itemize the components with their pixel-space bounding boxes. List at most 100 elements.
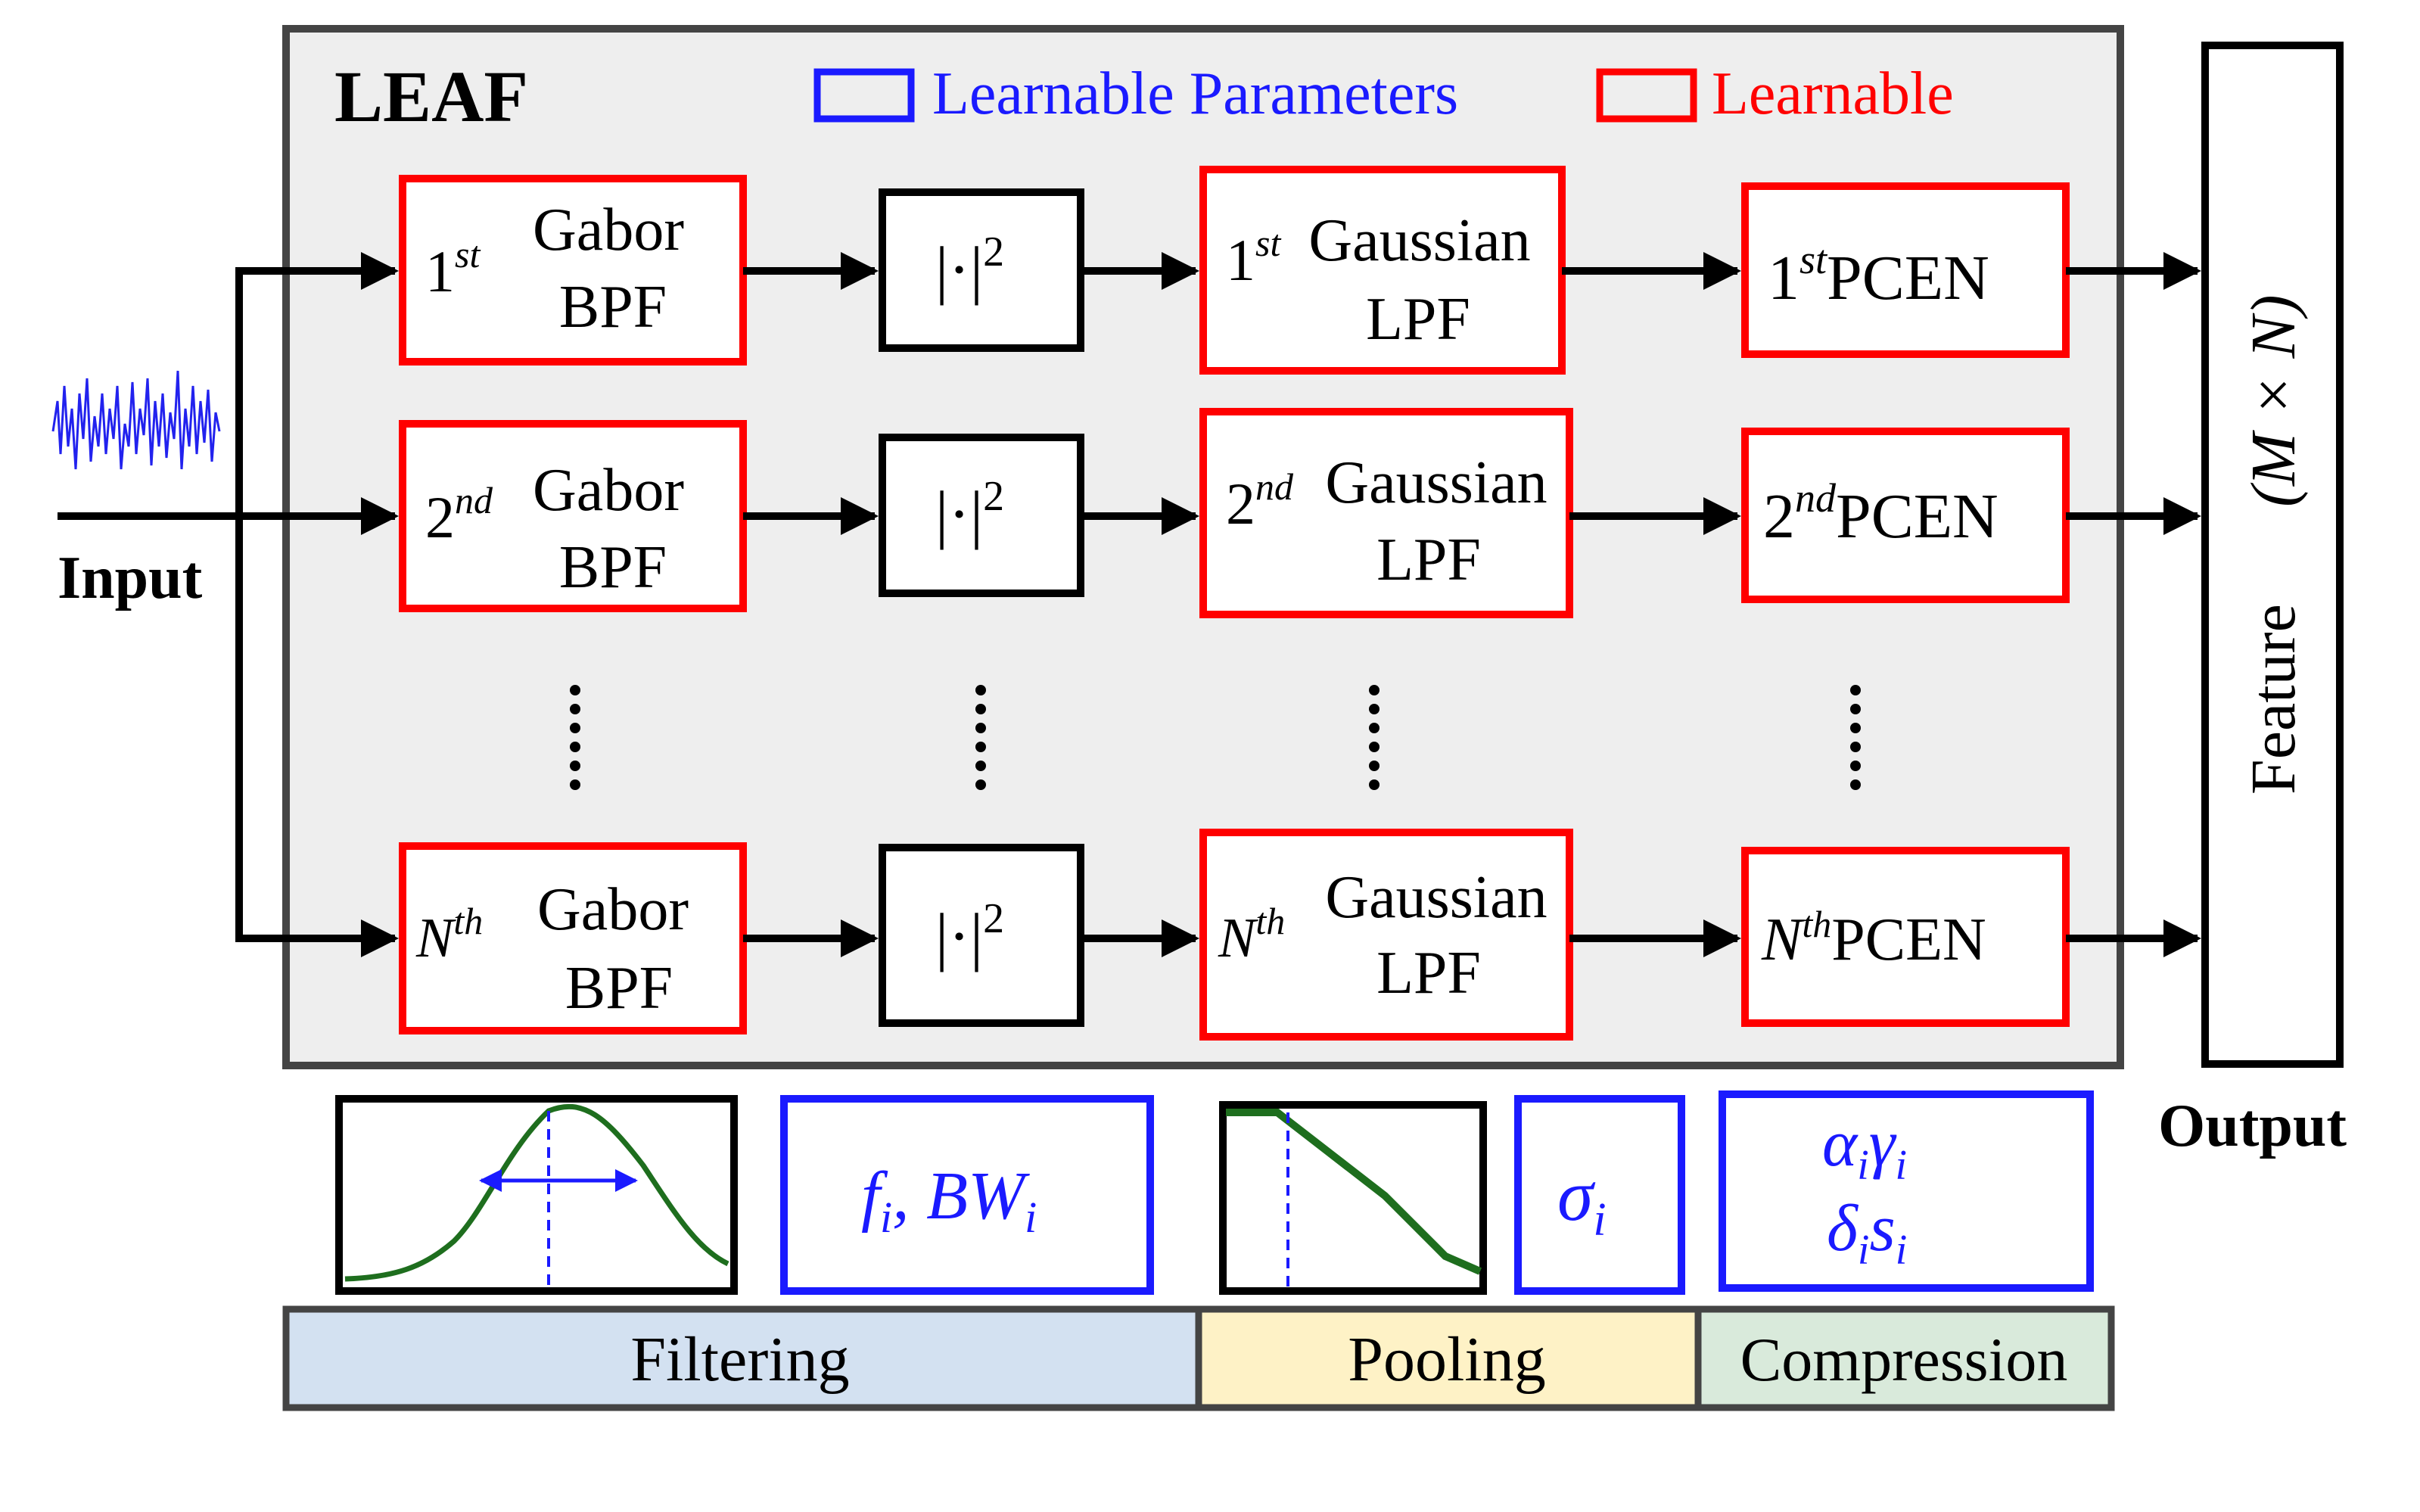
rowN-gauss-index: N [1218,907,1258,969]
gabor-param-bw-sub: i [1025,1193,1037,1242]
rowN-gabor-index: N [415,907,456,969]
legend-learnable-parameters-swatch [813,68,915,123]
pcen-box-row1 [1741,182,2070,358]
stage-compression-label: Compression [1740,1325,2068,1394]
svg-text:δisi: δisi [1827,1192,1907,1274]
square-box-row1 [879,188,1084,352]
gauss-param-sigma-sub: i [1593,1194,1606,1246]
leaf-title: LEAF [334,56,528,137]
feature-dims: (M × N) [2238,294,2309,507]
gabor-param-sep: , [892,1159,926,1234]
svg-text:|·|2: |·|2 [935,473,1004,550]
row2-square: |·| [935,478,983,550]
stage-filtering-label: Filtering [630,1324,849,1395]
row1-gauss-line2: LPF [1366,286,1470,353]
svg-text:Nth: Nth [1218,900,1285,969]
row1-gauss-index-sup: st [1255,222,1281,264]
gabor-response-plot [335,1095,738,1295]
stage-compression [1694,1305,2115,1411]
rowN-square-sup: 2 [983,895,1004,942]
row2-pcen-index: 2 [1763,481,1795,552]
gabor-bpf-box-rowN [399,842,747,1034]
gaussian-response-plot [1219,1101,1487,1295]
stage-pooling-label: Pooling [1348,1324,1545,1395]
rowN-gabor-line2: BPF [565,955,673,1022]
gaussian-lpf-box-row1 [1199,166,1566,375]
ellipsis-square [975,685,986,790]
row1-pcen-label: PCEN [1827,243,1989,313]
gabor-param-f-sub: i [880,1193,892,1242]
ellipsis-gaussian [1369,685,1380,790]
row1-pcen-index-sup: st [1799,237,1828,282]
svg-text:2ndPCEN: 2ndPCEN [1763,475,1999,552]
rowN-pcen-index: N [1761,907,1806,973]
row1-gabor-index-sup: st [455,233,481,275]
pcen-param-alpha-sub: i [1857,1142,1869,1189]
ellipsis-gabor [570,685,580,790]
row2-gabor-index: 2 [425,484,455,550]
rowN-gauss-line2: LPF [1376,940,1481,1006]
gabor-param-bw: BW [926,1159,1030,1234]
row1-square-sup: 2 [983,229,1004,275]
input-waveform [51,370,221,470]
legend-learnable-swatch [1596,68,1697,123]
row2-pcen-label: PCEN [1836,481,1999,552]
gaussian-lpf-box-rowN [1199,829,1573,1041]
svg-text:αiγi: αiγi [1822,1107,1907,1189]
gaussian-lpf-box-row2 [1199,408,1573,618]
legend-learnable-parameters-label: Learnable Parameters [932,61,1458,127]
rowN-pcen-index-sup: th [1802,903,1831,945]
pcen-param-s: s [1869,1192,1895,1265]
row1-gauss-index: 1 [1226,227,1255,293]
ellipsis-pcen [1850,685,1861,790]
pcen-params-box [1719,1090,2094,1292]
gaussian-response-curve [1226,1109,1482,1275]
row1-gabor-line2: BPF [559,274,667,341]
gabor-bpf-box-row2 [399,420,747,612]
output-label: Output [2158,1093,2347,1159]
row2-gauss-line2: LPF [1376,527,1481,593]
gabor-bpf-box-row1 [399,175,747,366]
row1-gabor-line1: Gabor [533,197,684,263]
pcen-param-s-sub: i [1896,1227,1908,1274]
row2-gauss-line1: Gaussian [1325,450,1547,516]
pcen-box-rowN [1741,847,2070,1027]
pcen-param-delta-sub: i [1858,1227,1870,1274]
row1-square: |·| [935,233,983,306]
row2-gauss-index-sup: nd [1255,465,1294,508]
row2-gabor-index-sup: nd [455,479,493,521]
gaussian-params-box [1514,1095,1685,1295]
svg-text:1stPCEN: 1stPCEN [1768,237,1989,313]
svg-text:σi: σi [1557,1155,1607,1246]
pcen-param-delta: δ [1827,1192,1859,1265]
svg-text:|·|2: |·|2 [935,229,1004,306]
rowN-gauss-index-sup: th [1255,900,1285,942]
row1-gauss-line1: Gaussian [1308,207,1530,274]
svg-text:2nd: 2nd [425,479,493,550]
rowN-square: |·| [935,900,983,972]
rowN-gabor-index-sup: th [453,900,483,942]
rowN-gabor-line1: Gabor [537,876,689,943]
pcen-param-gamma: γ [1869,1107,1897,1181]
pcen-param-alpha: α [1822,1107,1859,1181]
input-label: Input [58,545,203,611]
gabor-params-box [780,1095,1154,1295]
row1-pcen-index: 1 [1768,243,1799,313]
svg-text:Nth: Nth [415,900,483,969]
gauss-param-sigma: σ [1557,1155,1596,1236]
rowN-pcen-label: PCEN [1831,907,1986,973]
pcen-box-row2 [1741,428,2070,603]
svg-text:1st: 1st [1226,222,1281,293]
row2-gabor-line1: Gabor [533,457,684,524]
rowN-gauss-line1: Gaussian [1325,864,1547,931]
svg-text:|·|2: |·|2 [935,895,1004,972]
legend-learnable-label: Learnable [1712,61,1954,127]
pcen-param-gamma-sub: i [1895,1142,1907,1189]
feature-label: Feature [2238,604,2309,795]
feature-box [2201,42,2344,1068]
square-box-row2 [879,434,1084,597]
row2-pcen-index-sup: nd [1795,475,1837,521]
svg-text:2nd: 2nd [1226,465,1294,537]
row2-gabor-line2: BPF [559,534,667,601]
